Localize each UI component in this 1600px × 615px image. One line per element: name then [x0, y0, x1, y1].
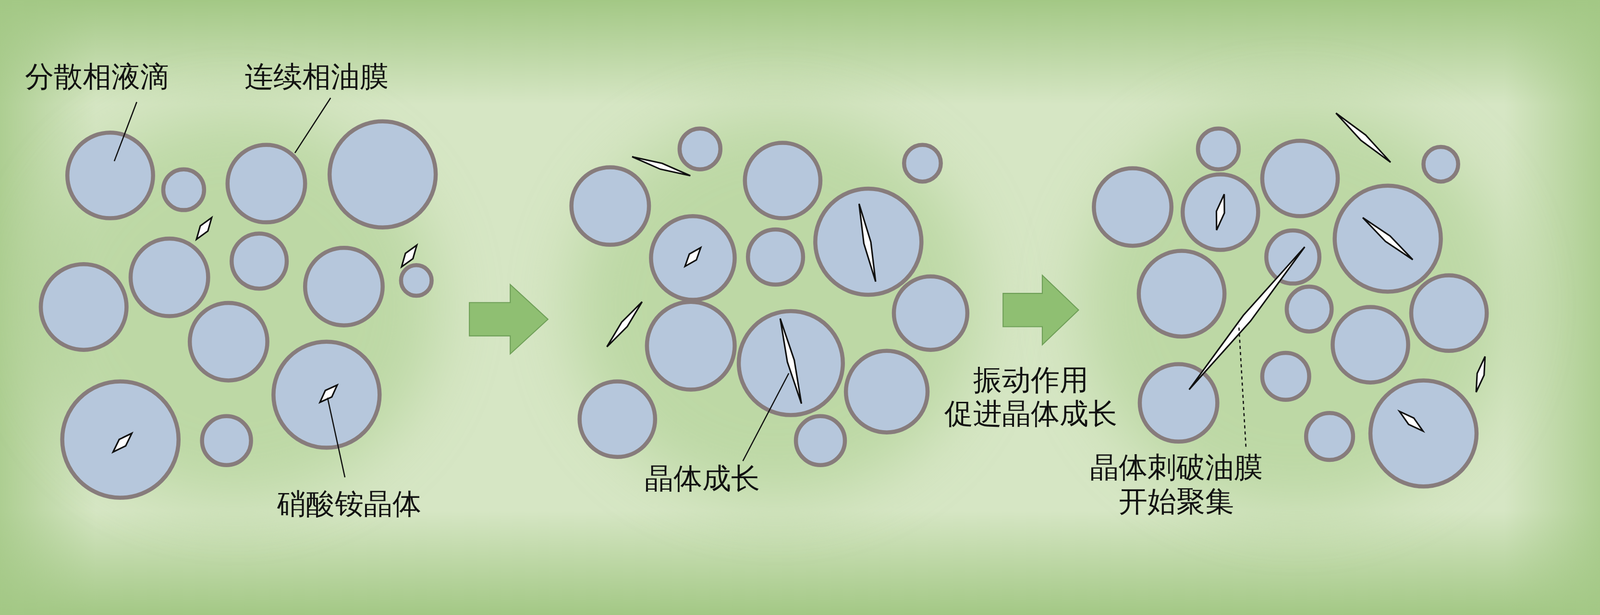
droplet	[1262, 353, 1310, 401]
ammonium-nitrate-crystal	[681, 244, 705, 270]
ammonium-nitrate-crystal	[604, 299, 646, 350]
process-arrow	[469, 284, 549, 355]
ammonium-nitrate-crystal	[1396, 408, 1426, 435]
droplet	[1266, 230, 1320, 284]
droplet	[1286, 286, 1332, 332]
background-shade	[571, 112, 980, 501]
crystal-label: 硝酸铵晶体	[277, 487, 422, 522]
droplet	[1182, 174, 1259, 250]
background-shade	[1081, 101, 1511, 511]
leader-line	[294, 97, 331, 154]
droplet	[231, 233, 287, 289]
ammonium-nitrate-crystal	[109, 430, 136, 456]
ammonium-nitrate-crystal	[776, 317, 806, 405]
droplet	[401, 265, 432, 296]
droplet	[329, 121, 436, 228]
droplet	[1138, 251, 1225, 337]
leader-line	[743, 373, 790, 462]
droplet	[40, 264, 127, 350]
droplet	[1306, 413, 1354, 461]
ammonium-nitrate-crystal	[1472, 355, 1489, 394]
droplet	[647, 302, 735, 391]
droplet	[1370, 380, 1477, 487]
droplet	[1332, 306, 1408, 383]
oil-film-label: 连续相油膜	[244, 59, 389, 94]
dispersed-droplet-label: 分散相液滴	[24, 59, 170, 94]
droplet	[679, 128, 721, 170]
ammonium-nitrate-crystal	[631, 154, 692, 180]
ammonium-nitrate-crystal	[192, 215, 216, 243]
droplet	[189, 303, 268, 381]
growth-label: 晶体成长	[644, 461, 760, 496]
droplet	[738, 311, 843, 416]
droplet	[845, 351, 928, 433]
droplet	[130, 238, 208, 317]
droplet	[650, 216, 735, 300]
droplet	[815, 188, 922, 295]
droplet	[227, 145, 306, 223]
droplet	[893, 276, 968, 351]
droplet	[202, 416, 252, 466]
ammonium-nitrate-crystal	[1333, 110, 1393, 165]
leader-line	[114, 101, 137, 161]
droplet	[1197, 128, 1239, 170]
droplet	[1411, 275, 1487, 352]
droplet	[571, 167, 649, 245]
droplet	[795, 416, 845, 466]
droplet	[903, 145, 941, 182]
droplet	[67, 132, 153, 219]
droplet	[62, 381, 179, 499]
droplet	[163, 169, 205, 211]
ammonium-nitrate-crystal	[1360, 215, 1416, 263]
droplet	[1423, 146, 1458, 182]
droplet	[1262, 140, 1338, 217]
leader-line	[1238, 324, 1246, 448]
background-shade	[30, 112, 440, 501]
ammonium-nitrate-crystal	[855, 203, 880, 283]
droplet	[1334, 185, 1442, 293]
droplet	[305, 247, 383, 326]
droplet	[273, 341, 380, 449]
ammonium-nitrate-crystal	[1185, 244, 1309, 393]
droplet	[1093, 168, 1172, 246]
ammonium-nitrate-crystal	[1212, 193, 1229, 232]
ammonium-nitrate-crystal	[397, 242, 421, 270]
aggregation-label: 晶体刺破油膜 开始聚集	[1075, 450, 1278, 519]
droplet	[747, 229, 804, 285]
leader-line	[327, 398, 345, 478]
droplet	[745, 142, 821, 219]
droplet	[579, 381, 656, 458]
droplet	[1139, 364, 1218, 442]
vibration-label: 振动作用 促进晶体成长	[929, 363, 1132, 432]
process-arrow	[1002, 275, 1079, 345]
